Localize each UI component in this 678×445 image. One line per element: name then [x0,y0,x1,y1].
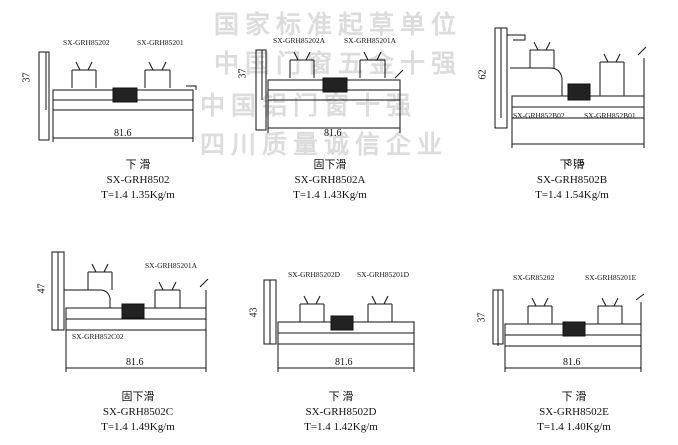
profile-name: 下 滑 [561,391,587,403]
profile-spec: T=1.4 1.49Kg/m [101,421,175,433]
profile-spec: T=1.4 1.54Kg/m [535,189,609,201]
profile-model: SX-GRH8502C [102,406,174,418]
profile-name: 固下滑 [121,391,155,403]
profile-5-drawing [263,279,415,372]
height-dimension: 37 [237,68,249,79]
profile-model: SX-GRH8502D [305,406,377,418]
profile-name: 下 滑 [328,391,354,403]
profile-model: SX-GRH8502B [536,174,608,186]
profile-model: SX-GRH8502E [539,406,609,418]
profile-spec: T=1.4 1.40Kg/m [537,421,611,433]
part-label: SX-GRH852B02 [513,111,565,120]
height-dimension: 43 [248,307,260,318]
profile-name: 下 滑 [559,159,585,171]
width-dimension: 81.6 [114,128,132,139]
part-label: SX-GRH85201D [357,270,410,279]
profile-caption: 下 滑 SX-GRH8502B T=1.4 1.54Kg/m [487,158,657,203]
watermark-line-4: 四川质量诚信企业 [200,130,449,159]
width-dimension: 81.6 [567,158,585,169]
height-dimension: 62 [477,69,489,80]
profile-3-drawing [494,27,647,148]
part-label: SX-GRH85201A [344,36,397,45]
watermark-line-3: 中国铝门窗十强 [200,91,418,120]
part-label: SX-GRH85202 [63,38,110,47]
part-label: SX-GRH85201A [145,261,198,270]
profile-4-drawing [51,251,209,372]
profile-1-drawing [38,51,197,142]
watermark-line-2: 中国门窗五金十强 [214,49,463,78]
width-dimension: 81.6 [335,357,353,368]
part-label: SX-GRH85201 [137,38,184,47]
height-dimension: 47 [36,283,48,294]
height-dimension: 37 [476,312,488,323]
profile-caption: 固下滑 SX-GRH8502C T=1.4 1.49Kg/m [53,390,223,435]
width-dimension: 81.6 [126,357,144,368]
profile-model: SX-GRH8502A [294,174,366,186]
profile-caption: 下 滑 SX-GRH8502 T=1.4 1.35Kg/m [53,158,223,203]
part-label: SX-GRH85202A [273,36,326,45]
part-label: SX-GRH852C02 [72,332,124,341]
profile-model: SX-GRH8502 [106,174,170,186]
profile-spec: T=1.4 1.42Kg/m [304,421,378,433]
profile-caption: 下 滑 SX-GRH8502E T=1.4 1.40Kg/m [489,390,659,435]
profile-spec: T=1.4 1.43Kg/m [293,189,367,201]
part-label: SX-GRH85202D [288,270,341,279]
profile-name: 下 滑 [125,159,151,171]
watermark-line-1: 国家标准起草单位 [214,10,463,39]
part-label: SX-GRH852B01 [584,111,636,120]
width-dimension: 81.6 [324,128,342,139]
part-label: SX-GRH85201E [585,273,637,282]
profile-2-drawing [255,49,404,133]
profile-caption: 固下滑 SX-GRH8502A T=1.4 1.43Kg/m [245,158,415,203]
profile-name: 固下滑 [313,159,347,171]
height-dimension: 37 [21,72,33,83]
part-label: SX-GR85202 [513,273,555,282]
profile-caption: 下 滑 SX-GRH8502D T=1.4 1.42Kg/m [256,390,426,435]
profile-spec: T=1.4 1.35Kg/m [101,189,175,201]
width-dimension: 81.6 [563,357,581,368]
profile-6-drawing [492,289,645,372]
